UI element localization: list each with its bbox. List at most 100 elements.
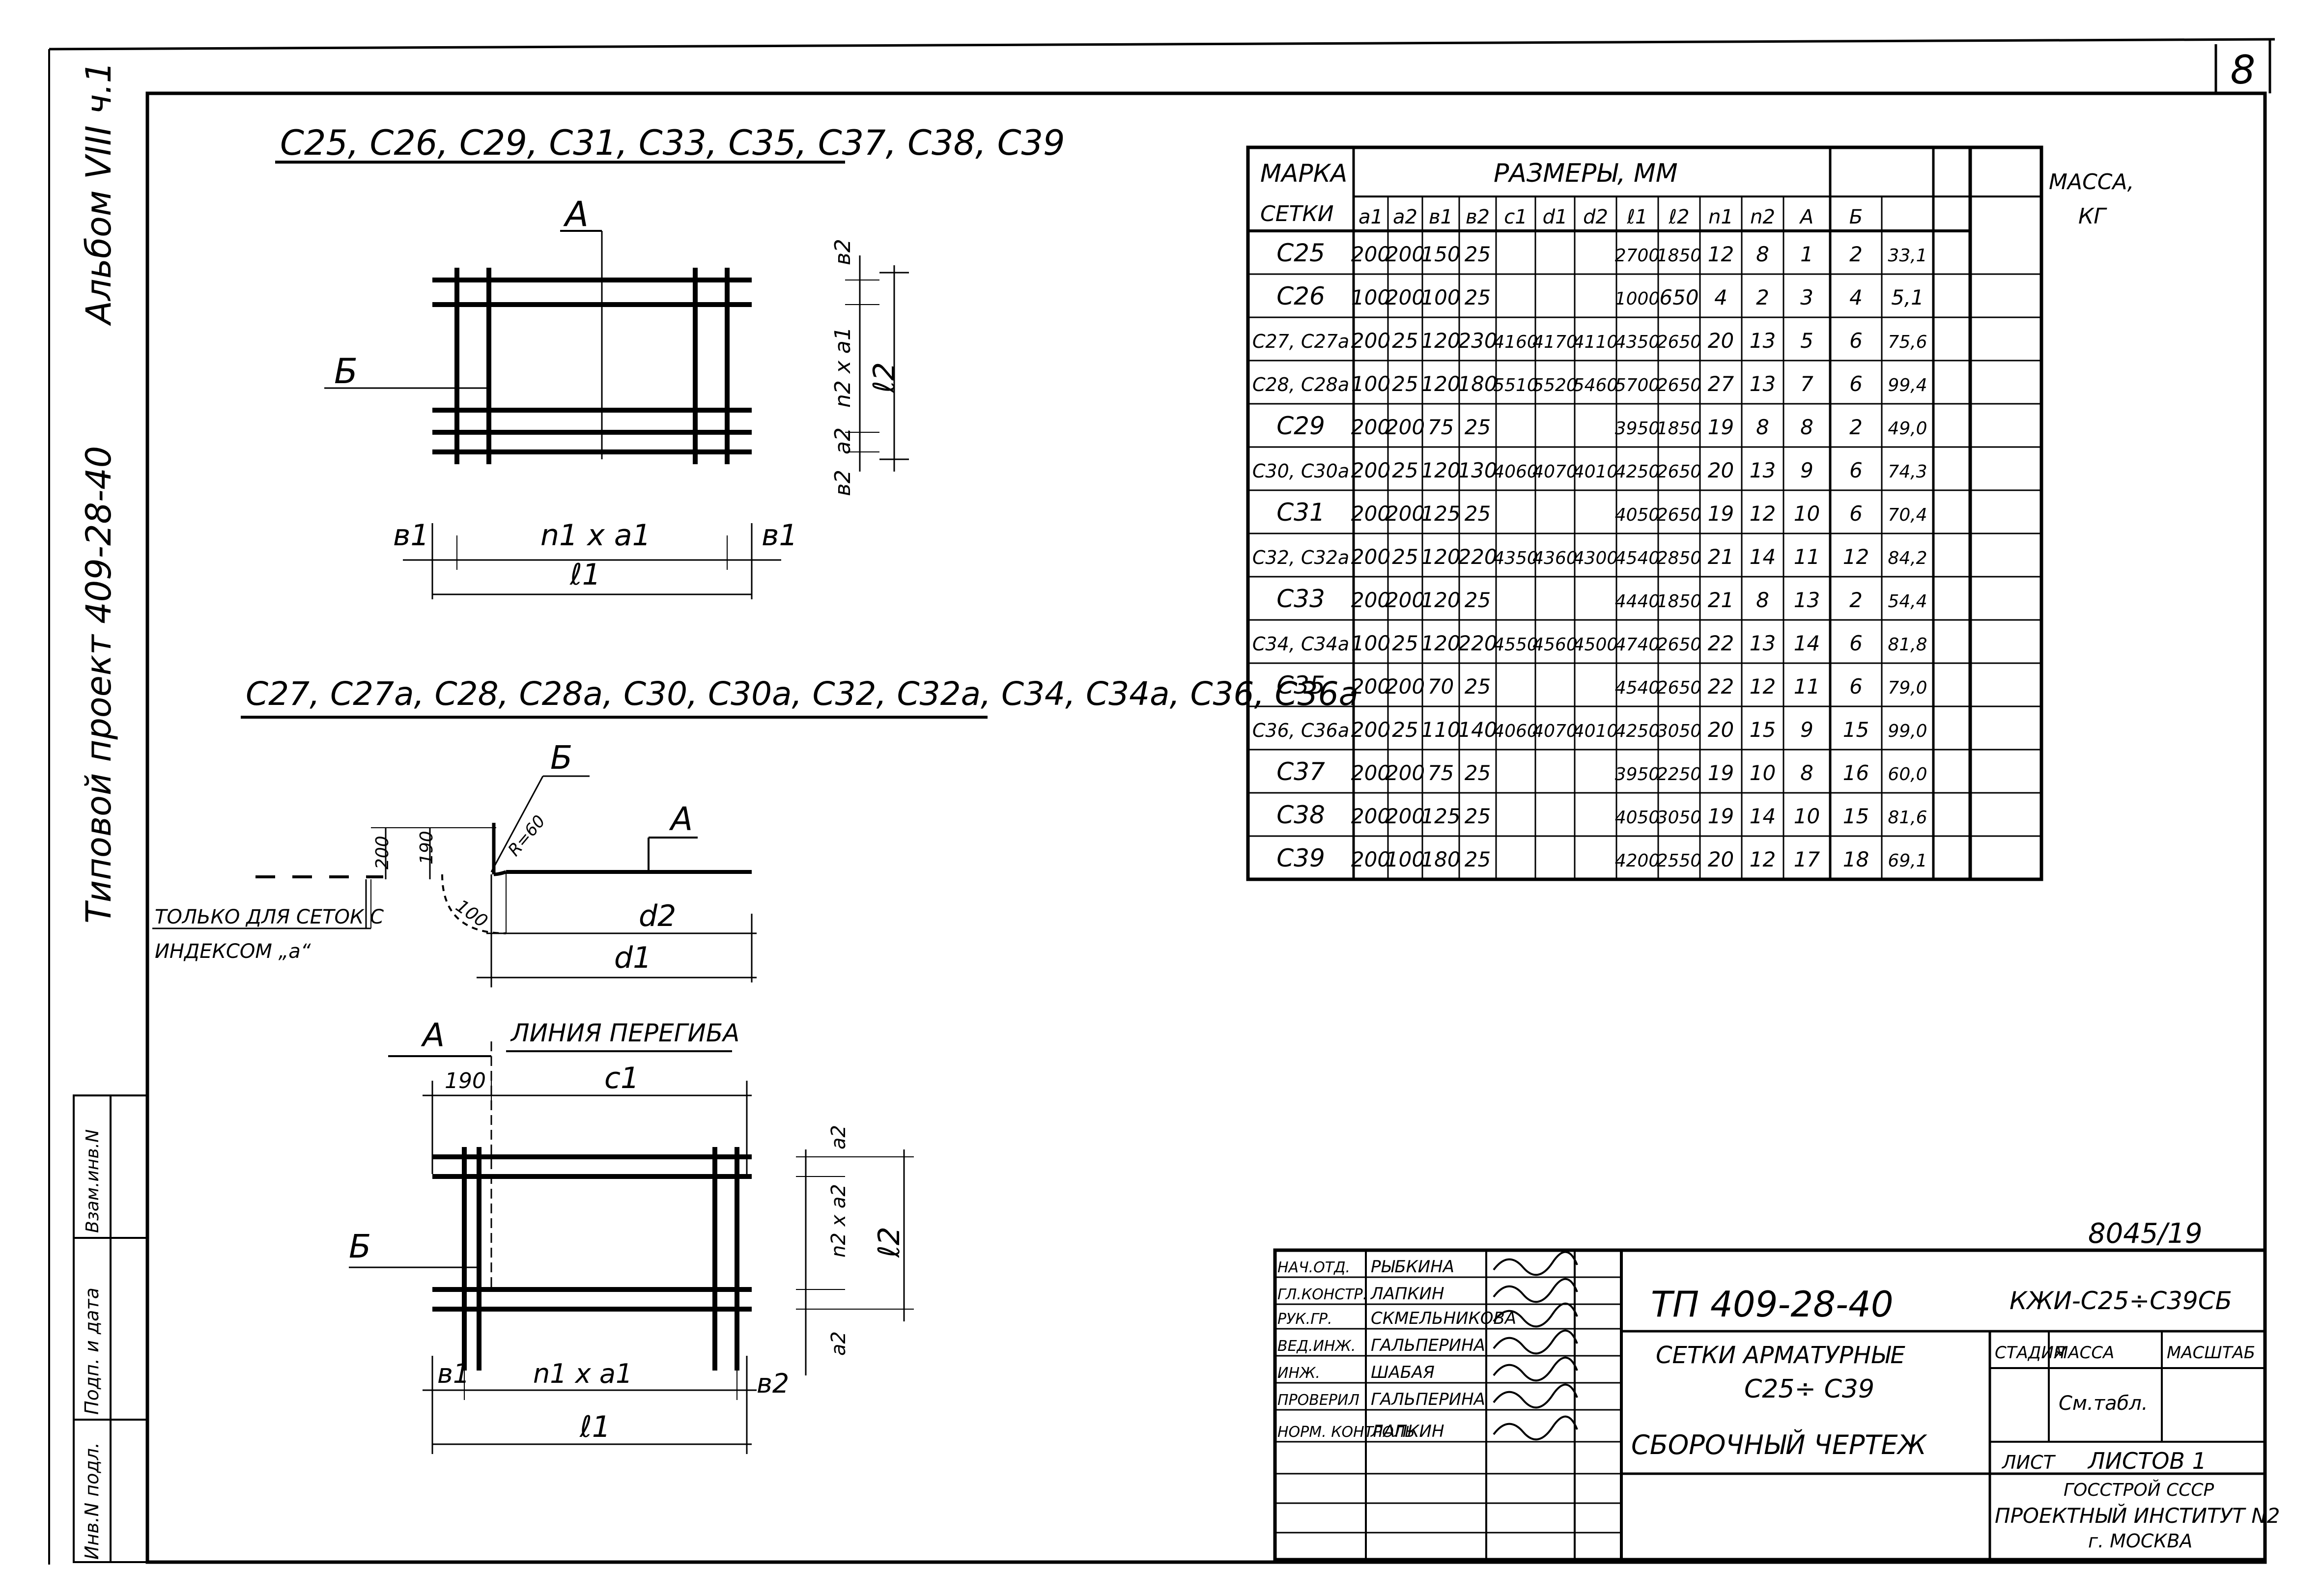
person-name: ГАЛЬПЕРИНА xyxy=(1371,1336,1485,1355)
table-cell: 2650 xyxy=(1657,332,1702,352)
drawing-3: A ЛИНИЯ ПЕРЕГИБА 190 c1 Б в1 n1 x a1 в2 … xyxy=(349,1016,914,1454)
org-line1: ГОССТРОЙ СССР xyxy=(2064,1480,2214,1500)
drawing3-label-b: Б xyxy=(349,1228,371,1265)
table-cell: 25 xyxy=(1465,588,1491,612)
table-subheader: Б xyxy=(1849,206,1863,228)
drawing2-title: C27, C27a, C28, C28a, C30, C30a, C32, C3… xyxy=(246,675,1359,713)
table-cell: 200 xyxy=(1351,588,1390,612)
table-cell: 1850 xyxy=(1657,419,1702,439)
drawing1-title: C25, C26, C29, C31, C33, C35, C37, C38, … xyxy=(280,123,1065,163)
table-cell: 14 xyxy=(1794,631,1820,655)
drawing3-dim-l1: ℓ1 xyxy=(579,1410,611,1444)
signature-mark xyxy=(1493,1383,1578,1409)
table-cell: 81,6 xyxy=(1888,808,1927,828)
table-cell: 125 xyxy=(1421,804,1460,828)
drawing2-note-2: ИНДЕКСОМ „a“ xyxy=(155,940,311,963)
table-cell: 16 xyxy=(1843,761,1869,785)
drawing-2: C27, C27a, C28, C28a, C30, C30a, C32, C3… xyxy=(152,675,1359,987)
table-cell: 25 xyxy=(1465,502,1491,526)
drawing1-dim-n2a1: n2 x a1 xyxy=(830,327,855,408)
person-name: ЛАПКИН xyxy=(1370,1422,1444,1441)
table-cell: 2 xyxy=(1849,588,1863,612)
table-cell: 200 xyxy=(1351,329,1390,353)
table-subheader: в1 xyxy=(1429,206,1453,228)
table-cell: 200 xyxy=(1351,761,1390,785)
person-name: ЛАПКИН xyxy=(1370,1284,1444,1304)
table-cell: 25 xyxy=(1465,761,1491,785)
signature-mark xyxy=(1493,1329,1578,1355)
table-cell: 3950 xyxy=(1615,419,1660,439)
left-stamp xyxy=(73,1094,148,1563)
mesh-mark-cell: C39 xyxy=(1276,844,1325,872)
item-name-line3: СБОРОЧНЫЙ ЧЕРТЕЖ xyxy=(1631,1429,1928,1460)
table-cell: 12 xyxy=(1708,242,1734,266)
mesh-mark-cell: C33 xyxy=(1276,585,1325,613)
table-cell: 8 xyxy=(1800,415,1813,439)
table-cell: 69,1 xyxy=(1888,851,1927,871)
table-cell: 140 xyxy=(1458,718,1497,742)
table-cell: 200 xyxy=(1386,415,1425,439)
table-cell: 200 xyxy=(1351,502,1390,526)
drawing2-dim-100: 100 xyxy=(452,896,491,932)
drawing3-dim-a2-top: a2 xyxy=(827,1125,850,1149)
table-cell: 200 xyxy=(1386,285,1425,309)
table-cell: 8 xyxy=(1800,761,1813,785)
table-cell: 4 xyxy=(1849,285,1863,309)
table-cell: 20 xyxy=(1708,329,1734,353)
table-cell: 4250 xyxy=(1615,721,1660,741)
table-cell: 12 xyxy=(1750,502,1776,526)
table-cell: 130 xyxy=(1458,458,1497,482)
table-cell: 19 xyxy=(1708,415,1734,439)
table-cell: 75 xyxy=(1428,415,1454,439)
table-cell: 2850 xyxy=(1657,548,1702,568)
table-cell: 75,6 xyxy=(1888,332,1927,352)
table-header-mass-1: МАССА, xyxy=(2049,169,2134,195)
table-subheader: d2 xyxy=(1583,206,1608,228)
table-cell: 25 xyxy=(1392,329,1418,353)
stamp-inv-label: Инв.N подл. xyxy=(81,1442,103,1560)
table-cell: 2650 xyxy=(1657,678,1702,698)
drawing3-dim-c1: c1 xyxy=(604,1061,639,1095)
table-cell: 11 xyxy=(1794,545,1820,569)
table-cell: 2250 xyxy=(1657,764,1702,784)
table-cell: 4250 xyxy=(1615,462,1660,482)
table-cell: 4070 xyxy=(1532,462,1578,482)
table-cell: 5510 xyxy=(1493,375,1538,395)
album-label: Альбом VIII ч.1 xyxy=(79,61,119,326)
table-cell: 200 xyxy=(1386,674,1425,699)
mesh-mark-cell: C38 xyxy=(1276,801,1325,829)
table-cell: 2650 xyxy=(1657,505,1702,525)
table-header-mass-2: КГ xyxy=(2078,204,2107,229)
table-subheader: a2 xyxy=(1393,206,1417,228)
table-cell: 180 xyxy=(1458,372,1497,396)
table-cell: 20 xyxy=(1708,458,1734,482)
table-cell: 19 xyxy=(1708,761,1734,785)
table-cell: 220 xyxy=(1458,631,1497,655)
table-cell: 4540 xyxy=(1615,548,1660,568)
table-cell: 13 xyxy=(1750,372,1776,396)
table-cell: 19 xyxy=(1708,804,1734,828)
table-cell: 6 xyxy=(1849,329,1863,353)
table-cell: 4500 xyxy=(1573,635,1618,655)
table-cell: 200 xyxy=(1386,242,1425,266)
drawing1-dim-n1a1: n1 x a1 xyxy=(540,518,651,553)
table-cell: 4050 xyxy=(1615,808,1660,828)
project-label: Типовой проект 409-28-40 xyxy=(79,446,119,924)
table-cell: 200 xyxy=(1386,588,1425,612)
table-cell: 6 xyxy=(1849,631,1863,655)
mesh-mark-cell: C26 xyxy=(1276,282,1325,310)
table-column-lines xyxy=(1387,196,1883,879)
table-cell: 200 xyxy=(1351,545,1390,569)
drawing1-dim-b1-left: в1 xyxy=(393,518,429,553)
table-cell: 13 xyxy=(1750,329,1776,353)
drawing3-dim-l2: ℓ2 xyxy=(872,1227,906,1258)
table-cell: 100 xyxy=(1351,285,1390,309)
org-line2: ПРОЕКТНЫЙ ИНСТИТУТ N2 xyxy=(1995,1503,2280,1528)
table-cell: 54,4 xyxy=(1888,591,1927,612)
table-cell: 2 xyxy=(1849,242,1863,266)
